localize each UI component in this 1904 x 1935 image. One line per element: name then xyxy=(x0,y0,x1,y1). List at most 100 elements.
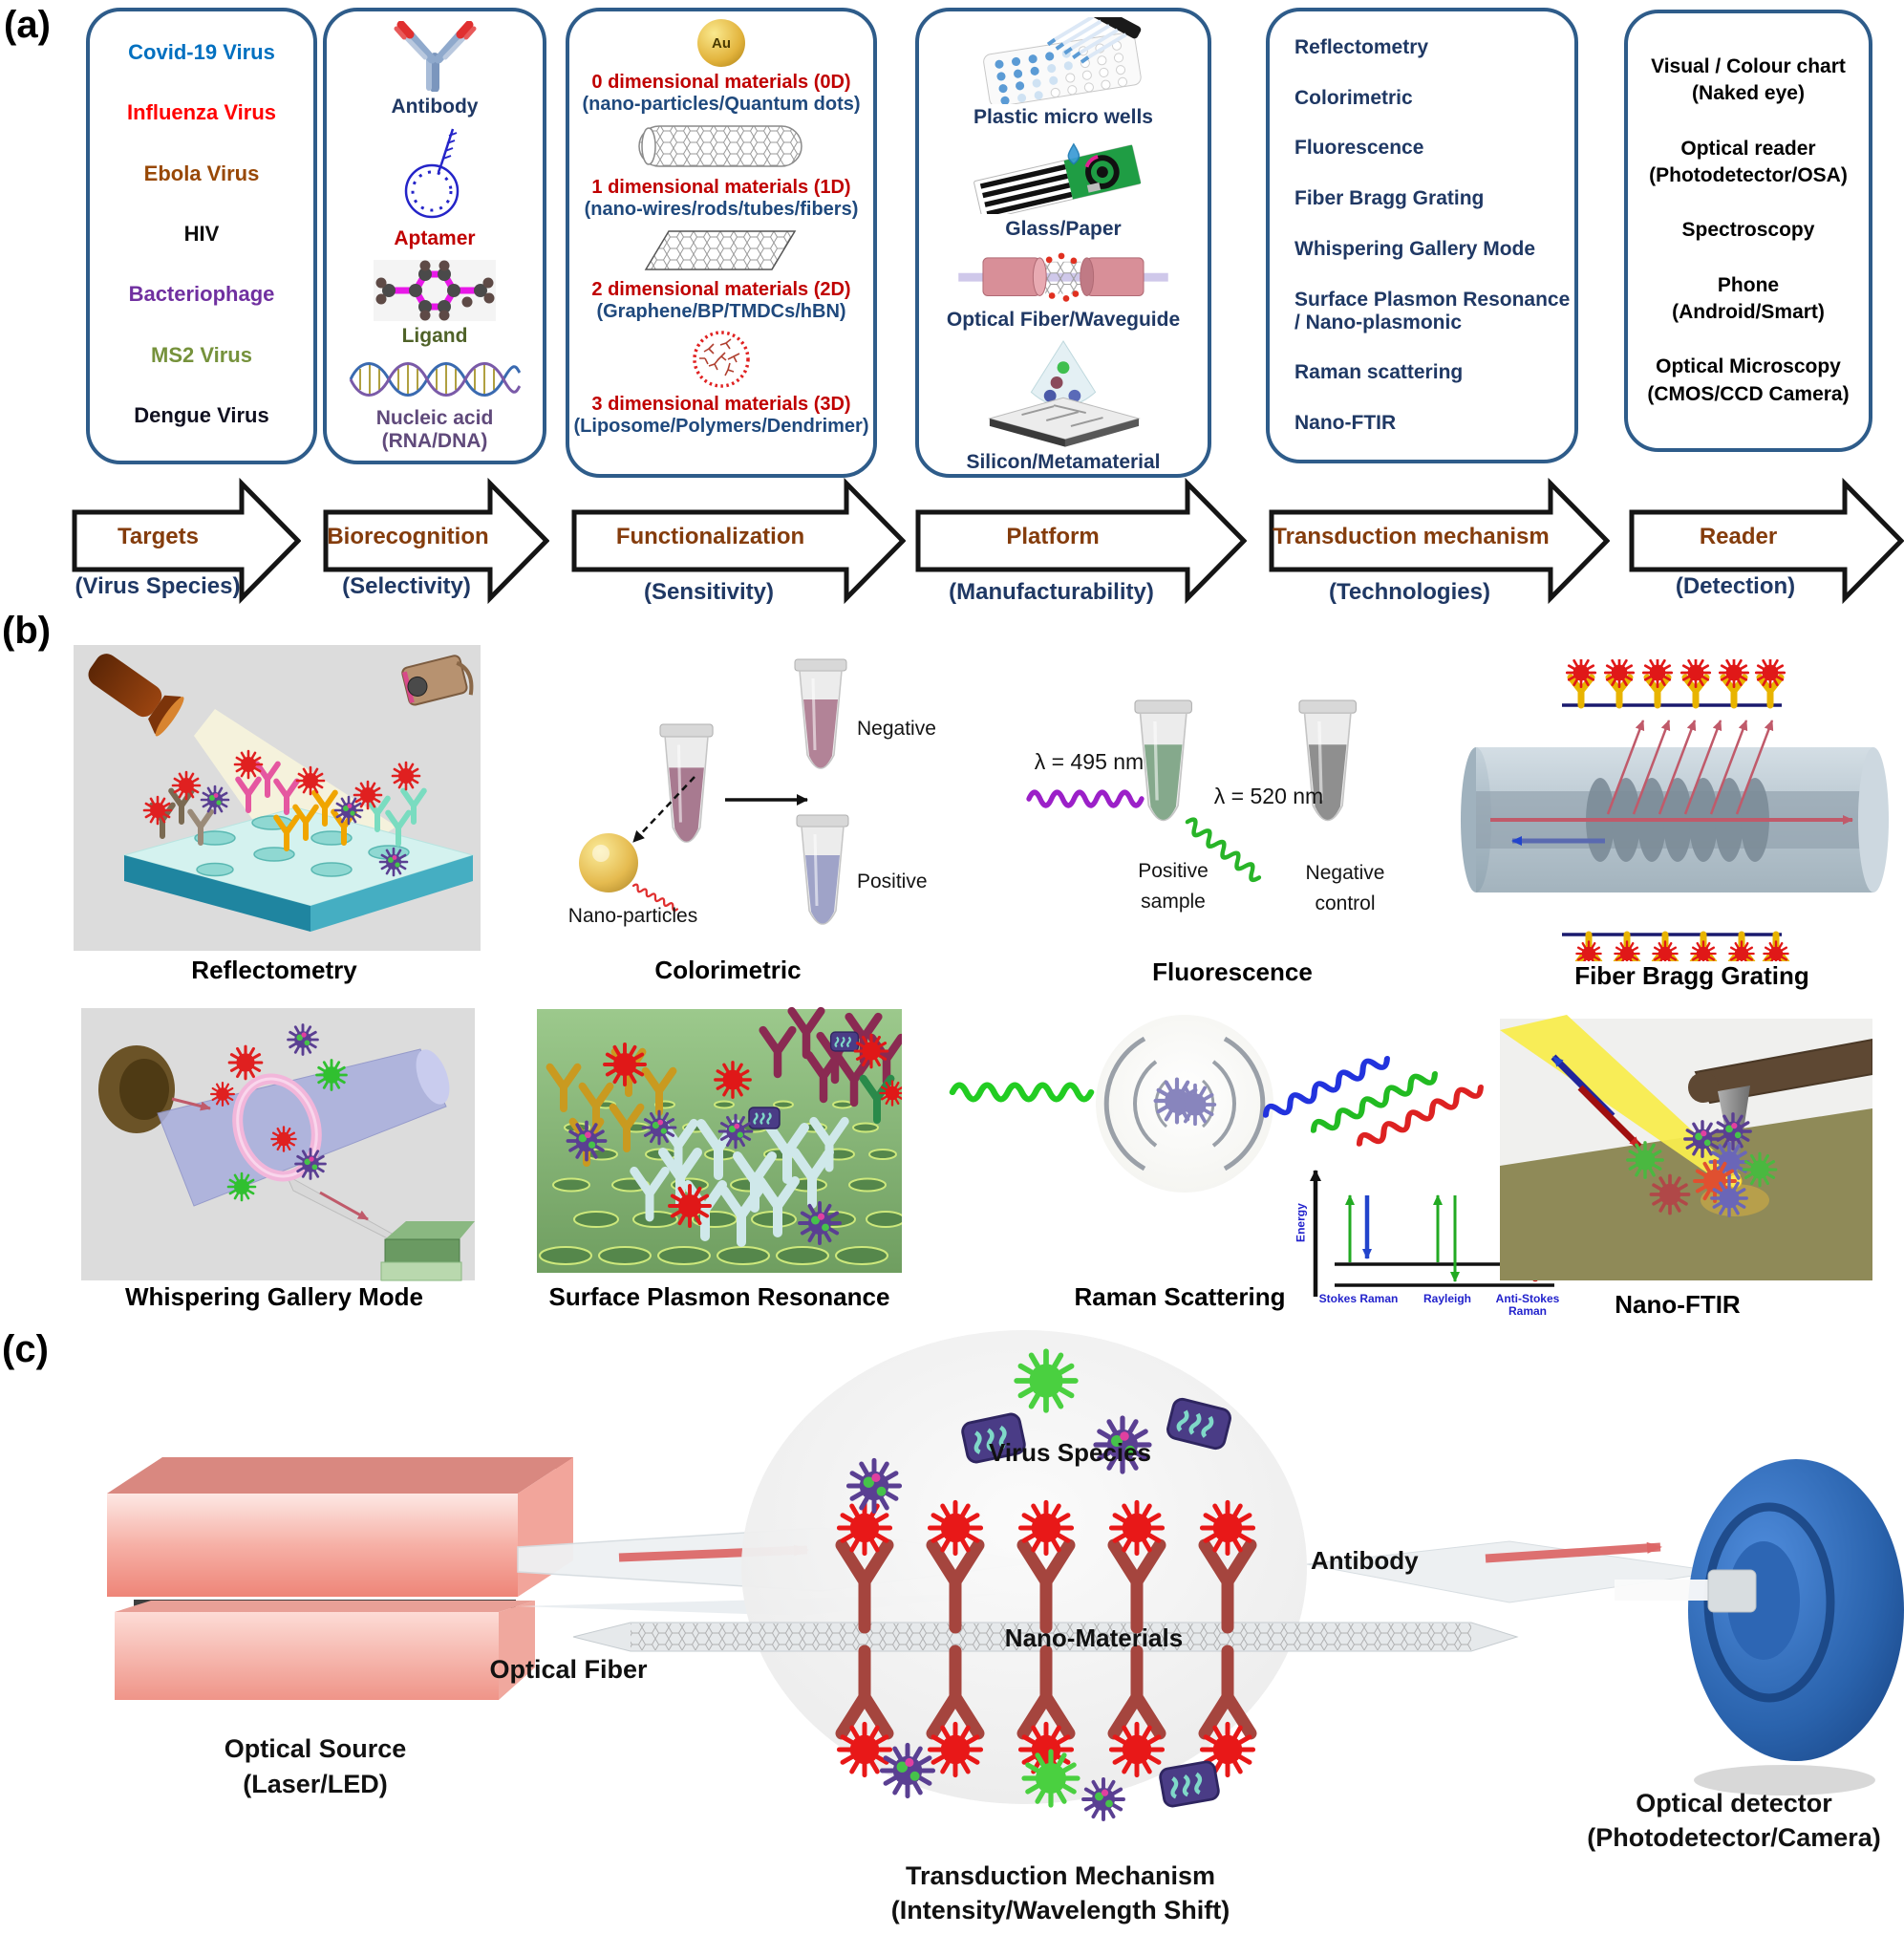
arrow-reader: Reader (Detection) xyxy=(1629,478,1904,612)
energy-axis-label: Energy xyxy=(1294,1203,1308,1242)
arrow-targets: Targets (Virus Species) xyxy=(72,478,301,612)
transduction-item: Reflectometry xyxy=(1294,36,1429,58)
target-virus: Influenza Virus xyxy=(126,100,277,125)
lambda-excitation-label: λ = 495 nm xyxy=(1034,749,1145,774)
nanotube-icon xyxy=(638,125,802,167)
target-virus: MS2 Virus xyxy=(151,342,252,367)
optical-source-label: Optical Source xyxy=(224,1734,407,1763)
rayleigh-label: Rayleigh xyxy=(1423,1292,1471,1305)
arrow-platform: Platform (Manufacturability) xyxy=(915,478,1247,612)
transduction-item: Surface Plasmon Resonance / Nano-plasmon… xyxy=(1294,288,1571,333)
nucleic-acid-sub: (RNA/DNA) xyxy=(381,430,488,452)
optical-fiber-waveguide-label: Optical Fiber/Waveguide xyxy=(946,309,1181,332)
biorecognition-box: Antibody Aptamer xyxy=(323,8,546,464)
nano-ftir-scene xyxy=(1500,1013,1872,1282)
materials-3d-title: 3 dimensional materials (3D) xyxy=(591,394,851,415)
target-virus: Bacteriophage xyxy=(128,282,275,307)
arrow-functionalization: Functionalization (Sensitivity) xyxy=(571,478,906,612)
wgm-caption: Whispering Gallery Mode xyxy=(124,1282,424,1311)
virus-species-label: Virus Species xyxy=(988,1438,1152,1467)
wgm-scene xyxy=(81,1003,475,1282)
fluorescence-caption: Fluorescence xyxy=(1152,957,1313,986)
panel-c-scene: Optical Source (Laser/LED) Optical Fiber… xyxy=(0,1323,1904,1935)
nano-particles-label: Nano-particles xyxy=(567,905,698,927)
transduction-item: Colorimetric xyxy=(1294,86,1413,109)
colorimetric-caption: Colorimetric xyxy=(654,956,802,984)
reader-item: Optical Microscopy(CMOS/CCD Camera) xyxy=(1647,355,1850,405)
aptamer-label: Aptamer xyxy=(394,227,476,249)
reflectometry-scene xyxy=(72,640,482,956)
plastic-micro-wells-label: Plastic micro wells xyxy=(973,105,1153,128)
antibody-label-c: Antibody xyxy=(1311,1546,1419,1575)
target-virus: Covid-19 Virus xyxy=(128,40,275,64)
panel-b-label: (b) xyxy=(2,610,52,652)
nano-ftir-caption: Nano-FTIR xyxy=(1615,1290,1741,1319)
arrow-transduction: Transduction mechanism (Technologies) xyxy=(1269,478,1610,612)
colorimetric-scene: Nano-particles Negative Positive xyxy=(521,655,979,970)
reader-item: Optical reader(Photodetector/OSA) xyxy=(1649,137,1848,186)
materials-2d-sub: (Graphene/BP/TMDCs/hBN) xyxy=(596,301,846,322)
positive-sample-label: Positive sample xyxy=(1138,860,1209,913)
silicon-metamaterial-icon xyxy=(988,340,1141,448)
panel-a-label: (a) xyxy=(4,4,51,46)
negative-control-label: Negative control xyxy=(1305,862,1385,914)
materials-2d-title: 2 dimensional materials (2D) xyxy=(591,279,851,300)
targets-box: Covid-19 Virus Influenza Virus Ebola Vir… xyxy=(86,8,317,464)
nucleic-acid-label: Nucleic acid xyxy=(375,407,494,429)
optical-fiber-icon xyxy=(958,252,1168,302)
positive-label: Positive xyxy=(857,871,928,892)
arrow-biorecognition: Biorecognition (Selectivity) xyxy=(323,478,549,612)
transduction-item: Nano-FTIR xyxy=(1294,411,1397,434)
microplate-icon xyxy=(983,17,1142,104)
materials-3d-sub: (Liposome/Polymers/Dendrimer) xyxy=(573,416,869,437)
mechanism-label: Transduction Mechanism xyxy=(905,1861,1216,1890)
materials-1d-title: 1 dimensional materials (1D) xyxy=(591,177,851,198)
materials-1d-sub: (nano-wires/rods/tubes/fibers) xyxy=(584,199,859,220)
anti-stokes-label: Anti-Stokes Raman xyxy=(1495,1292,1560,1319)
materials-0d-sub: (nano-particles/Quantum dots) xyxy=(582,94,861,115)
transduction-item: Raman scattering xyxy=(1294,361,1464,384)
ligand-icon xyxy=(374,260,496,321)
materials-0d-title: 0 dimensional materials (0D) xyxy=(591,72,851,93)
functionalization-box: Au 0 dimensional materials (0D) (nano-pa… xyxy=(566,8,877,478)
gold-nanoparticle-icon: Au xyxy=(697,19,745,67)
optical-fiber-label: Optical Fiber xyxy=(489,1655,648,1684)
spr-scene xyxy=(537,1005,902,1277)
transduction-box: Reflectometry Colorimetric Fluorescence … xyxy=(1266,8,1578,463)
reflectometry-caption: Reflectometry xyxy=(191,956,357,984)
antibody-icon xyxy=(394,21,477,92)
glass-paper-label: Glass/Paper xyxy=(1005,217,1122,240)
fluorescence-scene: λ = 495 nm λ = 520 nm Positive sample Ne… xyxy=(1008,657,1419,973)
camera-icon xyxy=(401,655,474,706)
dendrimer-icon xyxy=(693,331,750,388)
mechanism-sub: (Intensity/Wavelength Shift) xyxy=(890,1896,1230,1924)
ligand-label: Ligand xyxy=(401,325,468,347)
nano-materials-label: Nano-Materials xyxy=(1004,1623,1184,1652)
spr-caption: Surface Plasmon Resonance xyxy=(548,1282,890,1311)
optical-source-sub: (Laser/LED) xyxy=(243,1770,388,1798)
optical-detector-sub: (Photodetector/Camera) xyxy=(1587,1823,1881,1852)
target-virus: Dengue Virus xyxy=(134,402,269,427)
silicon-metamaterial-label: Silicon/Metamaterial xyxy=(966,451,1161,473)
target-virus: Ebola Virus xyxy=(143,161,260,185)
reader-box: Visual / Colour chart(Naked eye) Optical… xyxy=(1624,10,1872,452)
raman-caption: Raman Scattering xyxy=(1074,1282,1286,1311)
transduction-item: Fiber Bragg Grating xyxy=(1294,187,1485,210)
glass-paper-strip-icon xyxy=(973,142,1142,214)
antibody-label: Antibody xyxy=(391,96,479,118)
reader-item: Phone(Android/Smart) xyxy=(1672,273,1825,323)
stokes-label: Stokes Raman xyxy=(1318,1292,1399,1305)
fbg-caption: Fiber Bragg Grating xyxy=(1574,961,1809,990)
optical-detector-label: Optical detector xyxy=(1636,1789,1832,1817)
lambda-emission-label: λ = 520 nm xyxy=(1213,784,1324,808)
transduction-item: Whispering Gallery Mode xyxy=(1294,237,1536,260)
target-virus: HIV xyxy=(183,221,220,246)
panel-c-label: (c) xyxy=(2,1328,49,1370)
negative-label: Negative xyxy=(857,718,936,740)
reader-item: Visual / Colour chart(Naked eye) xyxy=(1651,55,1846,105)
platform-box: Plastic micro wells Glass/Paper Optical xyxy=(915,8,1211,478)
graphene-icon xyxy=(644,230,797,270)
dna-icon xyxy=(349,362,521,397)
aptamer-icon xyxy=(404,128,460,219)
